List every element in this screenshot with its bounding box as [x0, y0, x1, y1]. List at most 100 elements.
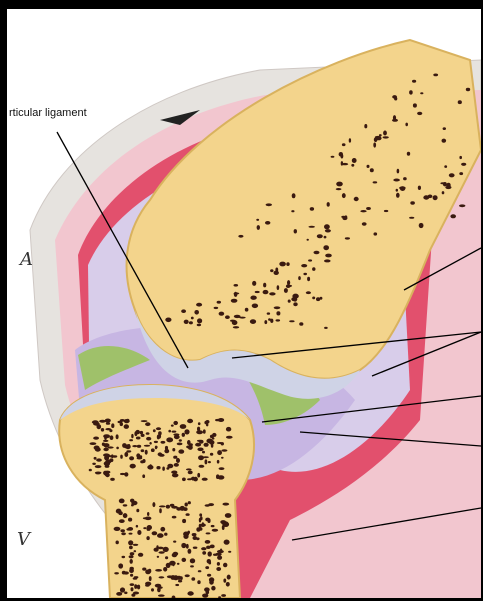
marrow-pore — [217, 555, 222, 560]
marrow-pore — [185, 574, 190, 577]
marrow-pore — [212, 529, 218, 532]
marrow-pore — [445, 186, 451, 189]
marrow-pore — [130, 499, 134, 503]
marrow-pore — [97, 424, 102, 429]
marrow-pore — [168, 430, 171, 433]
marrow-pore — [148, 569, 151, 573]
marrow-pore — [440, 182, 445, 184]
marrow-pore — [324, 259, 331, 262]
marrow-pore — [423, 195, 429, 199]
marrow-pore — [101, 428, 104, 432]
marrow-pore — [172, 473, 179, 477]
marrow-pore — [132, 445, 137, 447]
marrow-pore — [227, 575, 231, 580]
marrow-pore — [450, 214, 456, 218]
marrow-pore — [393, 179, 400, 182]
marrow-pore — [221, 449, 227, 452]
marrow-pore — [223, 563, 227, 568]
marrow-pore — [286, 284, 291, 288]
marrow-pore — [141, 420, 148, 422]
marrow-pore — [342, 143, 346, 146]
marrow-pore — [178, 449, 184, 453]
marrow-pore — [205, 540, 211, 544]
marrow-pore — [156, 545, 158, 549]
marrow-pore — [105, 454, 111, 457]
marrow-pore — [182, 433, 185, 437]
marrow-pore — [301, 264, 307, 267]
marrow-pore — [327, 202, 330, 207]
marrow-pore — [206, 590, 210, 595]
marrow-pore — [171, 506, 178, 509]
marrow-pore — [156, 427, 161, 430]
marrow-pore — [172, 431, 177, 433]
marrow-pore — [373, 142, 376, 147]
marrow-pore — [188, 501, 191, 504]
marrow-pore — [206, 546, 211, 549]
marrow-pore — [142, 568, 146, 571]
marrow-pore — [124, 592, 127, 595]
marrow-pore — [360, 210, 366, 212]
marrow-pore — [274, 306, 281, 309]
marrow-pore — [325, 254, 332, 258]
marrow-pore — [312, 267, 315, 271]
marrow-pore — [459, 156, 462, 159]
marrow-pore — [165, 318, 171, 323]
marrow-pore — [396, 193, 400, 198]
marrow-pore — [196, 303, 202, 307]
marrow-pore — [383, 131, 387, 136]
marrow-pore — [152, 531, 158, 535]
marrow-pore — [277, 285, 280, 290]
marrow-pore — [167, 464, 173, 469]
marrow-pore — [120, 529, 125, 532]
marrow-pore — [224, 540, 230, 545]
marrow-pore — [208, 461, 211, 463]
marrow-pore — [126, 528, 131, 530]
marrow-pore — [197, 324, 201, 327]
marrow-pore — [219, 467, 225, 470]
marrow-pore — [155, 569, 162, 572]
marrow-pore — [158, 431, 162, 435]
marrow-pore — [292, 193, 296, 198]
marrow-pore — [177, 563, 180, 565]
marrow-pore — [173, 575, 178, 580]
marrow-pore — [149, 442, 151, 445]
marrow-pore — [187, 591, 193, 595]
marrow-pore — [199, 518, 201, 523]
marrow-pore — [141, 449, 145, 452]
marrow-pore — [102, 443, 105, 446]
marrow-pore — [96, 458, 102, 461]
marrow-pore — [367, 165, 370, 168]
marrow-pore — [166, 437, 173, 442]
marrow-pore — [176, 458, 180, 463]
marrow-pore — [190, 558, 195, 563]
marrow-pore — [228, 551, 231, 553]
edge-mark-lower: V — [17, 529, 30, 550]
marrow-pore — [116, 447, 119, 450]
marrow-pore — [403, 177, 407, 180]
marrow-pore — [104, 436, 107, 440]
marrow-pore — [417, 112, 422, 115]
marrow-pore — [399, 186, 406, 189]
marrow-pore — [223, 503, 230, 506]
marrow-pore — [226, 582, 230, 587]
knee-joint-illustration — [7, 9, 481, 598]
marrow-pore — [166, 505, 170, 509]
marrow-pore — [146, 437, 151, 441]
marrow-pore — [118, 421, 123, 423]
marrow-pore — [265, 221, 270, 225]
marrow-pore — [142, 459, 145, 463]
marrow-pore — [136, 525, 138, 528]
marrow-pore — [288, 300, 291, 303]
marrow-pore — [267, 312, 270, 314]
marrow-pore — [133, 544, 139, 546]
marrow-pore — [292, 294, 298, 299]
marrow-pore — [291, 210, 294, 212]
marrow-pore — [218, 418, 224, 422]
marrow-pore — [289, 320, 294, 322]
marrow-pore — [184, 429, 189, 434]
marrow-pore — [162, 467, 165, 471]
marrow-pore — [336, 182, 343, 187]
marrow-pore — [173, 541, 176, 543]
marrow-pore — [342, 193, 346, 198]
